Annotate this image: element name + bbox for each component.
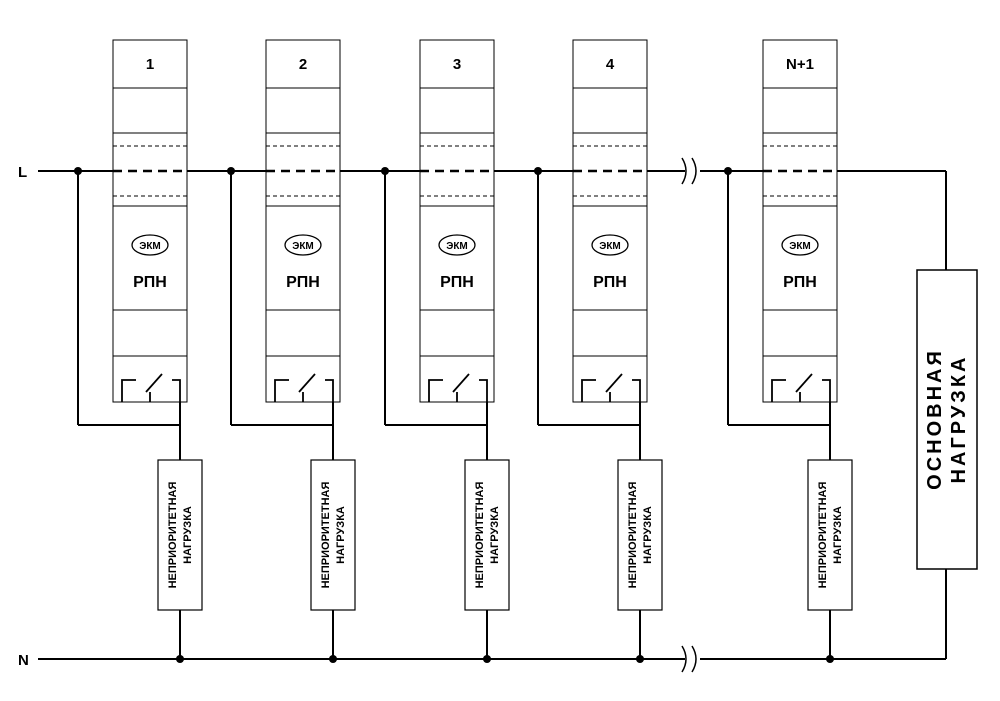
relay-module-1: 1 ЭКМ РПН НЕПРИОРИТЕТНАЯ НАГРУЗКА	[74, 39, 203, 663]
secondary-load-line2: НАГРУЗКА	[832, 506, 844, 564]
relay-module-n-plus-1: N+1 ЭКМ РПН НЕПРИОРИТЕТНАЯ НАГРУЗКА	[724, 39, 853, 663]
relay-number: 4	[606, 56, 615, 73]
logo-text: ЭКМ	[789, 241, 811, 252]
secondary-load-box	[807, 459, 853, 611]
ekm-logo-icon	[284, 234, 322, 256]
ekm-logo-icon	[781, 234, 819, 256]
logo-text: ЭКМ	[139, 241, 161, 252]
junction-dot	[826, 655, 834, 663]
junction-dot	[534, 167, 542, 175]
main-load-line2: НАГРУЗКА	[948, 355, 970, 484]
secondary-load-box	[617, 459, 663, 611]
secondary-load-box	[157, 459, 203, 611]
relay-number: 1	[146, 56, 154, 73]
switch-contact-icon	[274, 373, 334, 402]
secondary-load-line1: НЕПРИОРИТЕТНАЯ	[320, 482, 332, 589]
junction-dot	[227, 167, 235, 175]
logo-text: ЭКМ	[446, 241, 468, 252]
ekm-logo-icon	[438, 234, 476, 256]
model-text: РПН	[133, 274, 167, 291]
relay-module-4: 4 ЭКМ РПН НЕПРИОРИТЕТНАЯ НАГРУЗКА	[534, 39, 663, 663]
junction-dot	[483, 655, 491, 663]
secondary-load-box	[310, 459, 356, 611]
logo-text: ЭКМ	[599, 241, 621, 252]
break-mark-n-2	[691, 645, 697, 673]
ekm-logo-icon	[591, 234, 629, 256]
ekm-logo-icon	[131, 234, 169, 256]
secondary-load-line2: НАГРУЗКА	[335, 506, 347, 564]
switch-contact-icon	[121, 373, 181, 402]
logo-text: ЭКМ	[292, 241, 314, 252]
secondary-load-line2: НАГРУЗКА	[642, 506, 654, 564]
neutral-bus	[38, 569, 947, 673]
relay-module-3: 3 ЭКМ РПН НЕПРИОРИТЕТНАЯ НАГРУЗКА	[381, 39, 510, 663]
relay-number: N+1	[786, 56, 814, 73]
secondary-load-line1: НЕПРИОРИТЕТНАЯ	[627, 482, 639, 589]
switch-contact-icon	[771, 373, 831, 402]
junction-dot	[724, 167, 732, 175]
secondary-load-line1: НЕПРИОРИТЕТНАЯ	[167, 482, 179, 589]
switch-contact-icon	[581, 373, 641, 402]
model-text: РПН	[593, 274, 627, 291]
main-load-line1: ОСНОВНАЯ	[924, 348, 946, 490]
break-mark-l-2	[691, 157, 697, 185]
neutral-label: N	[18, 652, 29, 669]
model-text: РПН	[440, 274, 474, 291]
break-mark-l-1	[681, 157, 687, 185]
secondary-load-box	[464, 459, 510, 611]
secondary-load-line2: НАГРУЗКА	[182, 506, 194, 564]
break-mark-n-1	[681, 645, 687, 673]
junction-dot	[329, 655, 337, 663]
relay-number: 2	[299, 56, 307, 73]
secondary-load-line1: НЕПРИОРИТЕТНАЯ	[474, 482, 486, 589]
secondary-load-line2: НАГРУЗКА	[489, 506, 501, 564]
relay-number: 3	[453, 56, 461, 73]
junction-dot	[176, 655, 184, 663]
junction-dot	[381, 167, 389, 175]
main-load: ОСНОВНАЯ НАГРУЗКА	[916, 269, 978, 570]
switch-contact-icon	[428, 373, 488, 402]
junction-dot	[74, 167, 82, 175]
relay-module-2: 2 ЭКМ РПН НЕПРИОРИТЕТНАЯ НАГРУЗКА	[227, 39, 356, 663]
secondary-load-line1: НЕПРИОРИТЕТНАЯ	[817, 482, 829, 589]
line-label: L	[18, 164, 27, 181]
model-text: РПН	[286, 274, 320, 291]
junction-dot	[636, 655, 644, 663]
model-text: РПН	[783, 274, 817, 291]
